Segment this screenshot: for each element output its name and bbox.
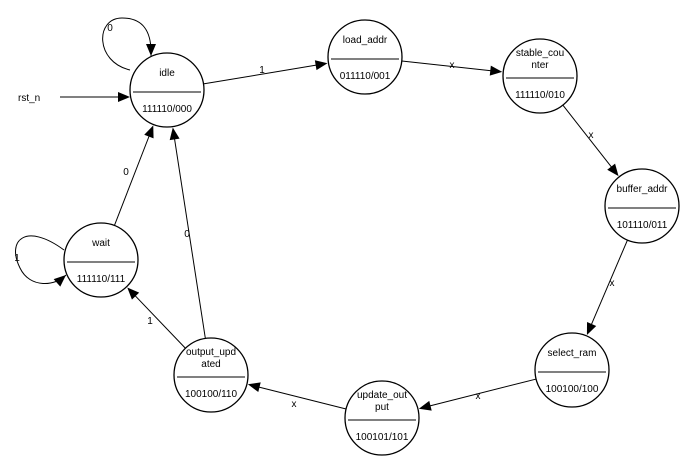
state-circle [129,52,205,128]
state-output: 111110/000 [142,104,192,115]
state-circle [327,19,403,95]
transition-line [590,239,628,327]
transition-label: 0 [123,167,129,178]
state-name: idle [159,68,175,79]
transition-label: 1 [259,65,265,76]
state-output: 101110/011 [617,220,668,231]
state-output: 011110/001 [340,71,391,82]
transition-arrowhead [314,60,328,71]
state-name: buffer_addr [617,184,669,195]
state-name: put [375,402,389,413]
state-idle: idle 111110/000 [129,52,205,128]
transition-label: 0 [184,229,190,240]
transition-arrowhead [607,163,619,177]
transition-line [102,17,152,71]
state-select_ram: select_ram 100100/100 [534,332,610,408]
reset-input-arrowhead [118,92,130,102]
reset-input-arrow [60,92,130,102]
transition-line [203,64,318,85]
transition-label: x [610,278,615,289]
transition-line [401,60,493,72]
state-output: 100100/110 [185,389,238,400]
transition-arrowhead [418,400,432,411]
state-update_output: update_output 100101/101 [344,380,420,456]
transition-label: 1 [14,253,20,264]
transition-output_updated-to-wait: 1 [127,287,186,349]
transition-update_output-to-output_updated: x [247,382,347,410]
state-name: select_ram [548,348,597,359]
state-output: 111110/111 [77,274,126,285]
transition-line [428,378,537,407]
transition-label: 1 [147,316,153,327]
state-circle [534,332,610,408]
transition-line [15,235,67,285]
transition-arrowhead [146,44,156,56]
state-buffer_addr: buffer_addr 101110/011 [604,168,680,244]
reset-input-label: rst_n [18,93,40,104]
transition-arrowhead [169,127,180,141]
state-name: wait [91,238,110,249]
state-circle [344,380,420,456]
state-circle [63,222,139,298]
state-circle [604,168,680,244]
transition-buffer_addr-to-select_ram: x [586,239,628,336]
state-name: stable_cou [516,48,564,59]
transition-arrowhead [144,125,154,139]
transition-idle-self: 0 [102,17,156,71]
transition-edges: 0 1 x x x x x 0 1 0 1 [14,17,628,411]
transition-label: x [450,60,455,71]
state-load_addr: load_addr 011110/001 [327,19,403,95]
state-circle [502,38,578,114]
transition-label: x [292,399,297,410]
transition-line [173,137,206,339]
transition-arrowhead [586,322,597,336]
transition-line [257,386,347,410]
transition-label: x [476,391,481,402]
transition-select_ram-to-update_output: x [418,378,537,411]
state-output: 100100/100 [546,384,599,395]
transition-idle-to-load_addr: 1 [203,60,328,85]
transition-arrowhead [489,65,503,76]
transition-line [562,104,613,169]
transition-arrowhead [247,382,261,393]
transition-label: 0 [107,23,113,34]
state-name: load_addr [343,35,388,46]
transition-output_updated-to-idle: 0 [169,127,206,339]
transition-arrowhead [127,287,140,300]
state-name: output_upd [186,347,236,358]
transition-line [113,134,151,226]
transition-load_addr-to-stable_counter: x [401,60,503,76]
state-output: 100101/101 [356,432,409,443]
state-circle [173,337,249,413]
transition-line [133,294,186,349]
transition-stable_counter-to-buffer_addr: x [562,104,619,177]
state-wait: wait 111110/111 [63,222,139,298]
state-name: ated [201,359,220,370]
transition-label: x [589,130,594,141]
state-output: 111110/010 [515,90,565,101]
transition-wait-to-idle: 0 [113,125,154,226]
state-name: nter [531,60,549,71]
state-name: update_out [357,390,407,401]
transition-arrowhead [53,275,66,287]
state-nodes: idle 111110/000 load_addr 011110/001 stable_… [63,19,680,456]
transition-wait-self: 1 [14,235,67,287]
